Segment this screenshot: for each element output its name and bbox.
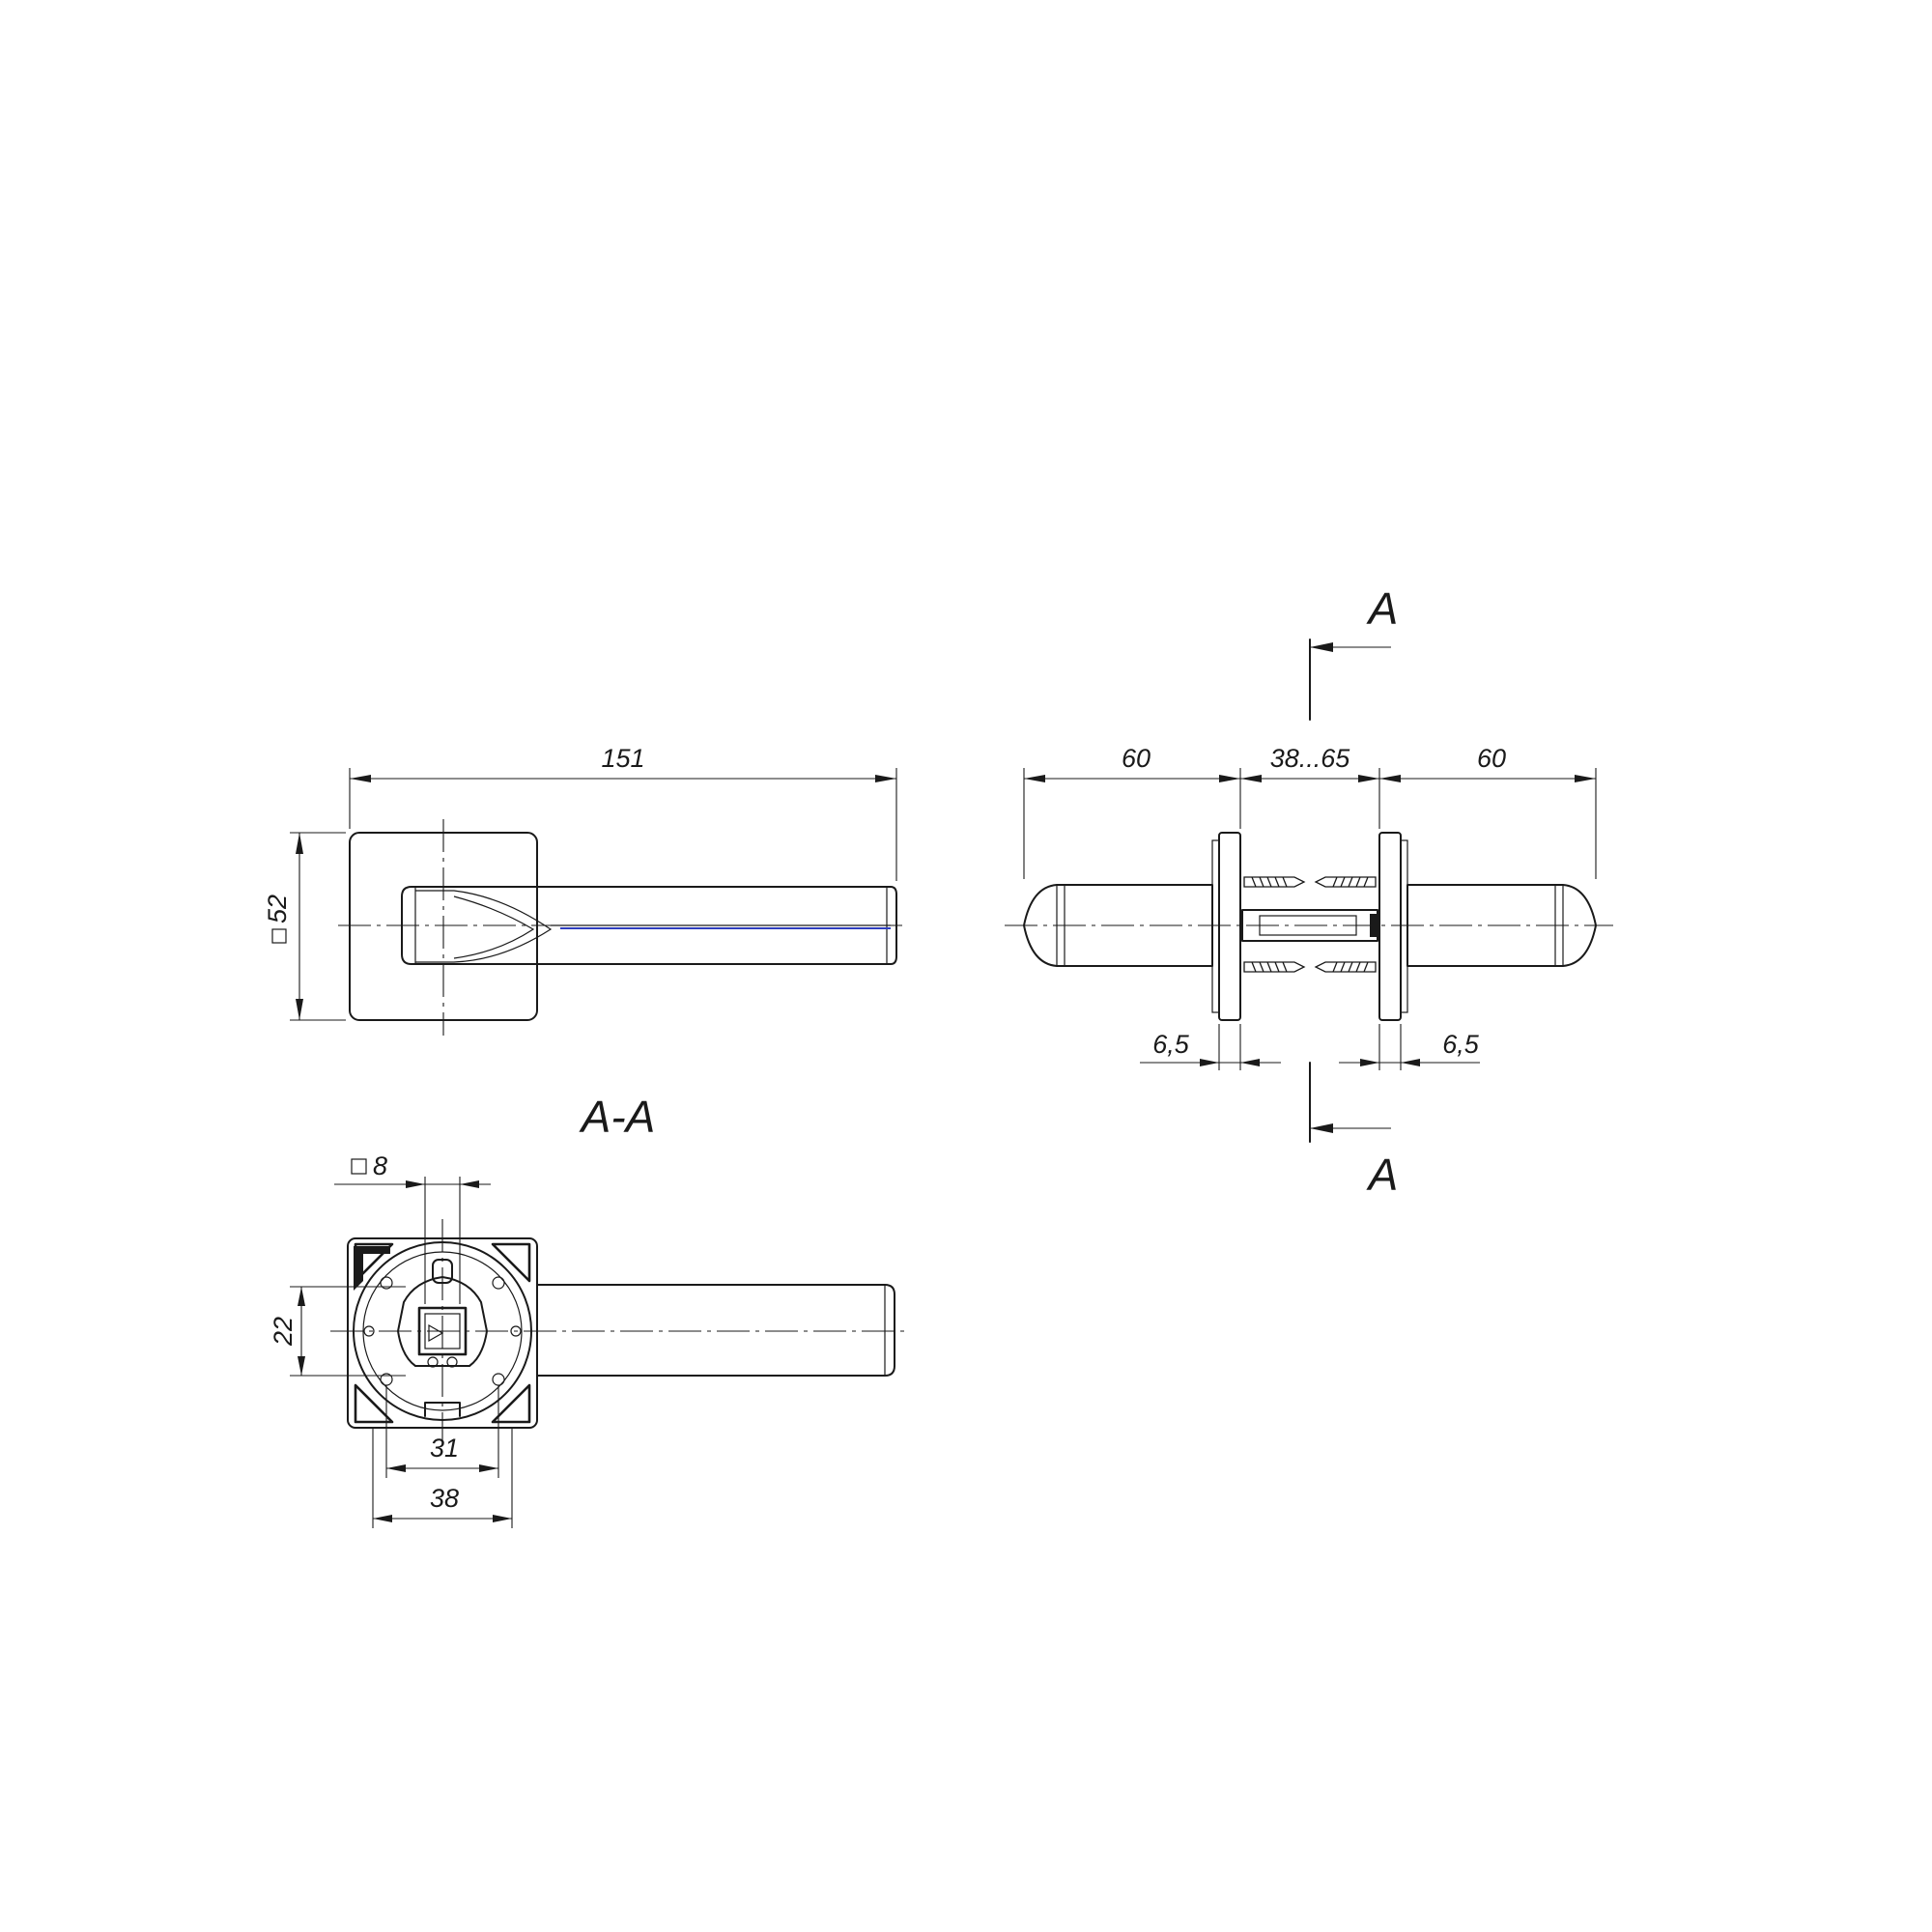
square-symbol-icon [271,928,287,944]
screw-hole-tl [380,1276,393,1290]
spindle-dim-label: 8 [373,1151,387,1180]
lever-handle [401,886,897,965]
height-dim-label: 22 [269,1317,298,1347]
spindle-square-symbol-icon [351,1158,367,1175]
side-view: 60 38...65 60 6,5 6,5 A A [1005,583,1613,1200]
left-rose [1218,832,1241,1021]
rose-width-dim-label: 38 [430,1484,459,1513]
section-view: 8 22 31 38 [269,1151,908,1528]
rose-thickness-right-dim-label: 6,5 [1442,1030,1480,1059]
section-mark-bottom: A [1366,1150,1399,1200]
corner-block-tl [354,1246,390,1291]
handle-left-dim-label: 60 [1122,744,1151,773]
door-range-dim-label: 38...65 [1270,744,1351,773]
screw-hole-tr [492,1276,505,1290]
front-view: 151 52 [263,744,908,1036]
rose-thickness-left-dim-label: 6,5 [1152,1030,1190,1059]
section-title: A-A [579,1092,656,1142]
section-lever [536,1284,895,1377]
handle-right-dim-label: 60 [1477,744,1506,773]
section-mark-top: A [1366,583,1399,634]
rose-size-dim-label: 52 [263,895,292,923]
length-dim-label: 151 [601,744,644,773]
screw-hole-br [492,1373,505,1386]
hole-spacing-dim-label: 31 [430,1434,459,1463]
right-rose [1378,832,1402,1021]
mounting-screws [1243,876,1377,973]
